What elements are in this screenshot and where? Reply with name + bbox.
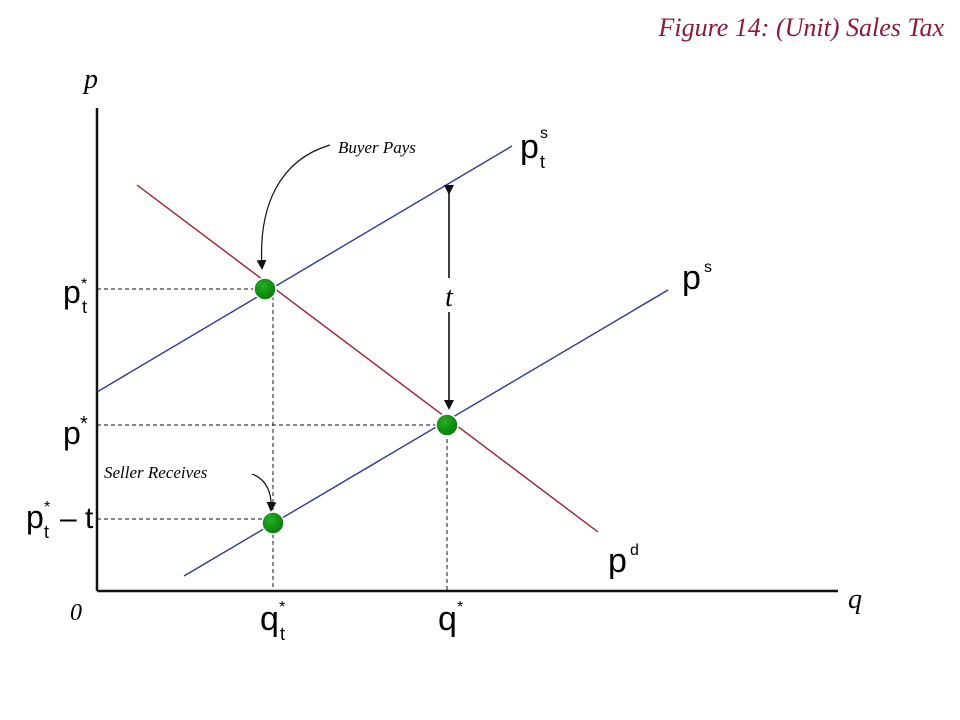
origin-label: 0 <box>70 600 82 626</box>
buyer-price-point <box>253 277 277 301</box>
svg-text:*: * <box>279 599 285 616</box>
svg-text:*: * <box>44 499 50 516</box>
points <box>253 277 459 535</box>
svg-text:t: t <box>280 624 285 644</box>
svg-text:p: p <box>682 259 701 297</box>
svg-text:p: p <box>26 499 44 535</box>
equilibrium-quantity-label: q * <box>438 599 463 638</box>
seller-receives-arrow <box>251 473 277 512</box>
svg-text:s: s <box>704 259 712 276</box>
supply-with-tax-label: p t s <box>520 125 548 172</box>
svg-text:t: t <box>540 152 545 172</box>
equilibrium-price-label: p * <box>63 413 88 451</box>
svg-text:s: s <box>540 125 548 142</box>
taxed-quantity-label: q t * <box>260 599 285 644</box>
seller-price-point <box>261 511 285 535</box>
guide-lines <box>97 288 448 591</box>
seller-receives-annotation: Seller Receives <box>104 463 208 482</box>
svg-text:*: * <box>81 276 87 293</box>
figure-title: Figure 14: (Unit) Sales Tax <box>657 13 944 42</box>
supply-line <box>183 289 669 577</box>
tax-label-bg <box>436 278 462 312</box>
svg-text:*: * <box>457 599 463 616</box>
svg-text:p: p <box>520 128 539 166</box>
svg-text:q: q <box>260 600 279 638</box>
svg-text:p: p <box>63 274 81 310</box>
tax-label: t <box>445 282 454 313</box>
svg-text:– t: – t <box>60 502 94 535</box>
x-axis-label: q <box>848 584 862 615</box>
supply-label: p s <box>682 259 712 297</box>
svg-text:p: p <box>63 415 81 451</box>
seller-price-label: p t * – t <box>26 499 94 542</box>
svg-text:t: t <box>44 522 49 542</box>
supply-with-tax-line <box>96 145 513 393</box>
svg-text:q: q <box>438 600 457 638</box>
buyer-price-label: p t * <box>63 274 87 317</box>
svg-text:*: * <box>80 413 88 435</box>
buyer-pays-annotation: Buyer Pays <box>338 138 416 157</box>
svg-text:d: d <box>630 542 639 559</box>
buyer-pays-arrow <box>256 144 331 270</box>
demand-label: p d <box>608 542 639 580</box>
svg-text:p: p <box>608 542 627 580</box>
svg-text:t: t <box>82 297 87 317</box>
equilibrium-point <box>435 413 459 437</box>
demand-line <box>136 184 599 533</box>
y-axis-label: p <box>82 64 98 95</box>
